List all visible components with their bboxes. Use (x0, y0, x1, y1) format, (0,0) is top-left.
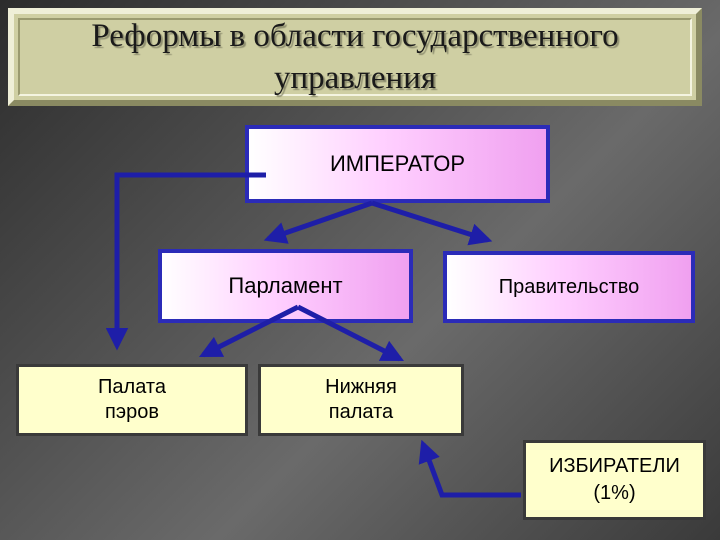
node-voters-label: ИЗБИРАТЕЛИ (1%) (549, 455, 680, 504)
title-banner: Реформы в области государственного управ… (8, 8, 702, 106)
arrow-voters-to-lower (418, 439, 521, 498)
arrow-emperor-to-government (371, 200, 493, 246)
node-emperor: ИМПЕРАТОР (245, 125, 550, 203)
node-house-of-peers-label: Палата пэров (98, 376, 166, 423)
node-government: Правительство (443, 251, 695, 323)
node-emperor-label: ИМПЕРАТОР (329, 151, 466, 176)
node-parliament: Парламент (158, 249, 413, 323)
node-voters: ИЗБИРАТЕЛИ (1%) (523, 440, 706, 520)
node-parliament-label: Парламент (228, 273, 343, 298)
node-government-label: Правительство (498, 275, 640, 298)
page-title: Реформы в области государственного управ… (91, 18, 619, 96)
arrow-emperor-to-parliament (263, 200, 373, 244)
node-house-of-peers: Палата пэров (16, 364, 248, 436)
title-banner-inner: Реформы в области государственного управ… (18, 18, 692, 96)
node-lower-house: Нижняя палата (258, 364, 464, 436)
node-lower-house-label: Нижняя палата (325, 376, 397, 423)
